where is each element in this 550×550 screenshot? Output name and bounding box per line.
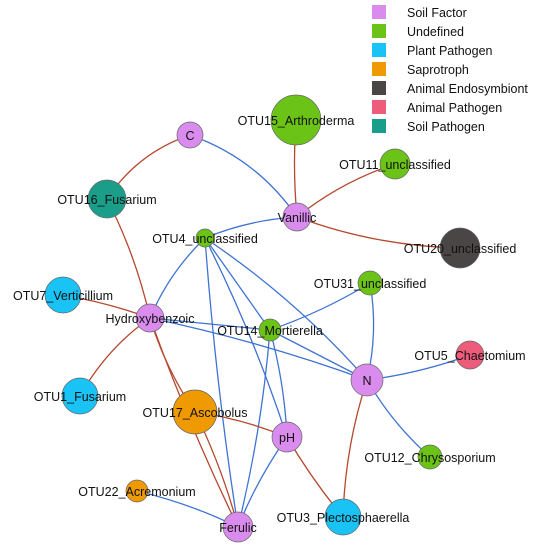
node-label-otu17: OTU17_Ascobolus: [143, 406, 248, 420]
legend-swatch-soil-factor: [372, 5, 386, 19]
node-hydroxybenzoic[interactable]: [135, 303, 165, 333]
node-otu1[interactable]: [61, 377, 99, 415]
legend-swatch-undefined: [372, 24, 386, 38]
edge-hydroxybenzoic-n: [149, 317, 368, 381]
node-label-n: N: [362, 374, 371, 388]
node-label-vanillic: Vanillic: [278, 211, 317, 225]
legend-label-soil-factor: Soil Factor: [407, 6, 467, 20]
node-label-c: C: [185, 129, 194, 143]
edge-n-otu3: [342, 379, 368, 518]
node-label-otu4: OTU4_unclassified: [152, 232, 258, 246]
node-label-otu3: OTU3_Plectosphaerella: [277, 511, 410, 525]
node-vanillic[interactable]: [282, 202, 312, 232]
node-otu31[interactable]: [357, 270, 383, 296]
node-label-otu12: OTU12_Chrysosporium: [364, 451, 495, 465]
legend-label-undefined: Undefined: [407, 25, 464, 39]
edge-otu4-ferulic: [204, 237, 239, 528]
node-label-otu14: OTU14_Mortierella: [217, 324, 323, 338]
labels-layer: C OTU15_ArthrodermaOTU11_unclassifiedOTU1…: [13, 114, 526, 535]
legend-swatch-saprotroph: [372, 62, 386, 76]
legend-swatch-soil-pathogen: [372, 119, 386, 133]
node-n[interactable]: [350, 363, 384, 397]
node-otu14[interactable]: [258, 318, 282, 342]
node-label-ferulic: Ferulic: [219, 521, 257, 535]
node-label-otu11: OTU11_unclassified: [339, 158, 451, 172]
node-label-otu20: OTU20_unclassified: [404, 242, 517, 256]
edge-otu4-hydroxybenzoic: [149, 237, 206, 319]
node-otu15[interactable]: [270, 94, 322, 146]
node-otu17[interactable]: [172, 389, 218, 435]
node-label-otu5: OTU5_Chaetomium: [414, 349, 525, 363]
edge-otu4-otu14: [204, 237, 271, 331]
edge-otu4-ph: [204, 237, 288, 438]
node-otu20[interactable]: [439, 227, 481, 269]
node-otu5[interactable]: [455, 340, 485, 370]
node-otu7[interactable]: [44, 276, 82, 314]
legend-label-soil-pathogen: Soil Pathogen: [407, 120, 485, 134]
edge-otu14-ferulic: [237, 329, 271, 528]
node-ph[interactable]: [271, 421, 303, 453]
edge-otu4-n: [204, 237, 368, 381]
node-label-otu22: OTU22_Acremonium: [78, 485, 195, 499]
node-label-otu1: OTU1_Fusarium: [34, 390, 126, 404]
node-otu4[interactable]: [195, 228, 215, 248]
nodes-layer: [44, 94, 485, 543]
node-otu22[interactable]: [125, 479, 149, 503]
edge-c-vanillic: [189, 134, 298, 218]
node-label-otu7: OTU7_Verticillium: [13, 289, 113, 303]
node-otu11[interactable]: [379, 148, 411, 180]
legend-label-animal-pathogen: Animal Pathogen: [407, 101, 502, 115]
legend-label-saprotroph: Saprotroph: [407, 63, 469, 77]
edge-otu14-ph: [269, 329, 288, 438]
legend-label-plant-pathogen: Plant Pathogen: [407, 44, 493, 58]
node-ferulic[interactable]: [222, 511, 254, 543]
node-label-otu16: OTU16_Fusarium: [57, 193, 156, 207]
legend-swatch-animal-pathogen: [372, 100, 386, 114]
node-c[interactable]: [176, 121, 204, 149]
legend-swatch-plant-pathogen: [372, 43, 386, 57]
node-otu3[interactable]: [324, 498, 362, 536]
node-otu12[interactable]: [417, 444, 443, 470]
node-label-otu15: OTU15_Arthroderma: [238, 114, 355, 128]
node-otu16[interactable]: [87, 179, 127, 219]
node-label-otu31: OTU31_unclassified: [314, 277, 427, 291]
legend-swatch-animal-endosymbiont: [372, 81, 386, 95]
node-label-hydroxybenzoic: Hydroxybenzoic: [106, 312, 195, 326]
node-label-ph: pH: [279, 431, 295, 445]
legend-label-animal-endosymbiont: Animal Endosymbiont: [407, 82, 528, 96]
